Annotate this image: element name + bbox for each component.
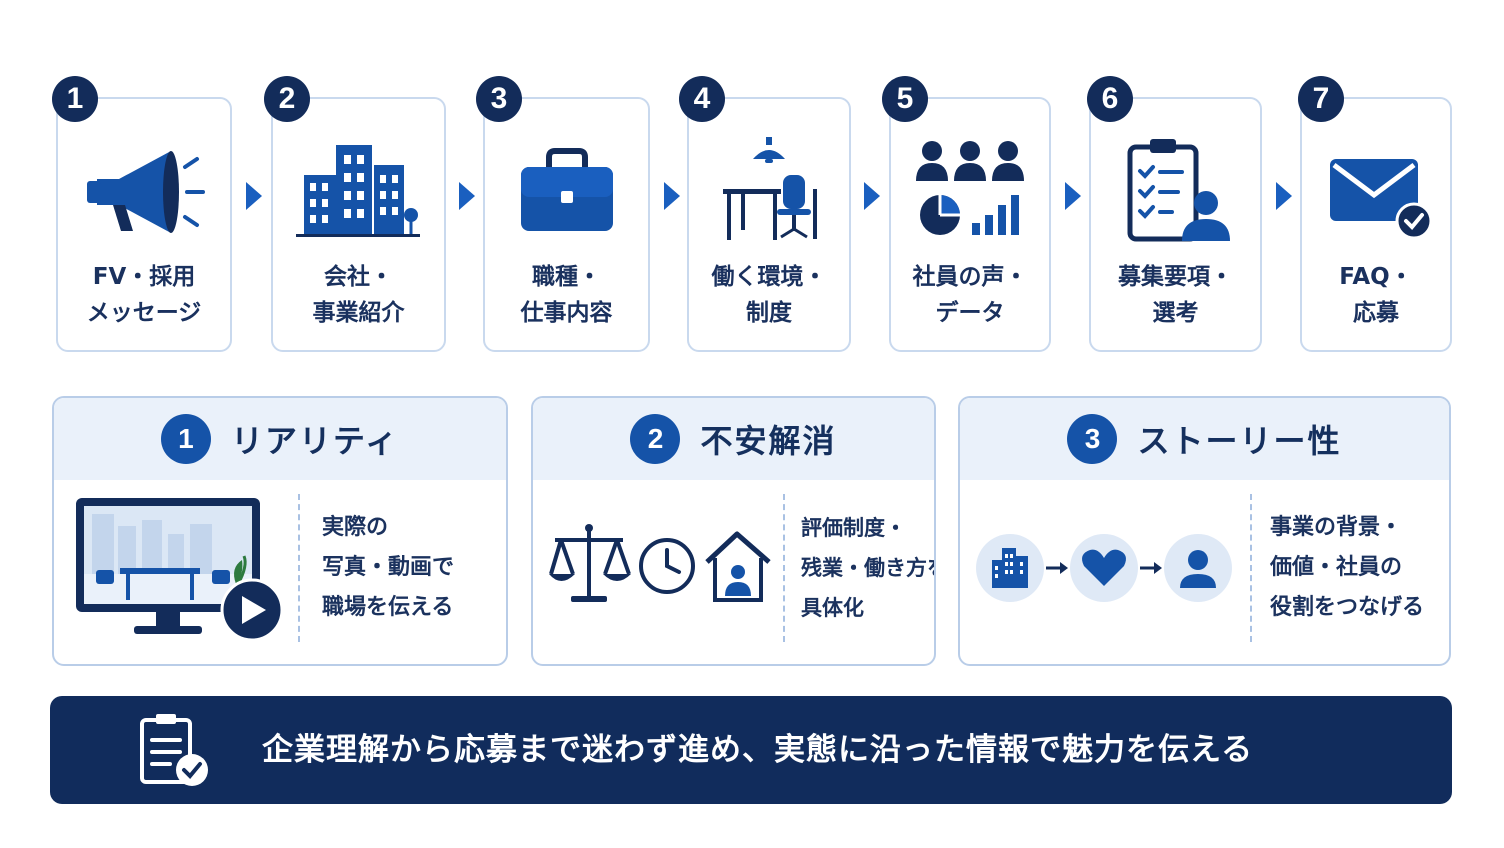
principle-header: 1 リアリティ [54,398,506,480]
briefcase-icon [485,137,648,252]
principle-title: リアリティ [230,422,400,460]
principle-header: 2 不安解消 [533,398,934,480]
step-label: 働く環境・ 制度 [711,264,827,326]
step-label: 職種・ 仕事内容 [520,264,613,326]
summary-banner: 企業理解から応募まで迷わず進め、実態に沿った情報で魅力を伝える [50,696,1452,804]
checklist-icon [138,712,214,794]
step-label: FV・採用 メッセージ [86,264,202,326]
people-chart-icon [891,137,1049,252]
step-number-badge: 5 [882,76,928,122]
arrow-right-icon [459,182,475,210]
banner-message: 企業理解から応募まで迷わず進め、実態に沿った情報で魅力を伝える [262,732,1254,768]
step-label: 会社・ 事業紹介 [312,264,405,326]
step-card-6: 募集要項・ 選考 [1089,97,1262,352]
principle-header: 3 ストーリー性 [960,398,1449,480]
step-number-badge: 1 [52,76,98,122]
principle-description: 実際の 写真・動画で 職場を伝える [322,515,455,620]
principle-panel-2: 2 不安解消 [531,396,936,666]
building-heart-person-icon [972,530,1236,614]
principle-number-badge: 3 [1067,414,1118,464]
mail-check-icon [1302,137,1450,252]
step-number-badge: 4 [679,76,725,122]
megaphone-icon [58,137,230,252]
arrow-right-icon [1276,182,1292,210]
step-card-3: 職種・ 仕事内容 [483,97,650,352]
principle-description: 評価制度・ 残業・働き方を 具体化 [801,516,936,620]
arrow-right-icon [864,182,880,210]
step-label: 募集要項・ 選考 [1118,264,1233,326]
monitor-video-icon [72,494,294,648]
step-number-badge: 6 [1087,76,1133,122]
panel-divider [298,494,300,642]
panel-divider [1250,494,1252,642]
step-number-badge: 7 [1298,76,1344,122]
step-card-4: 働く環境・ 制度 [687,97,851,352]
workspace-desk-icon [689,137,849,252]
arrow-right-icon [1065,182,1081,210]
scale-clock-home-icon [547,522,777,614]
panel-divider [783,494,785,642]
arrow-right-icon [246,182,262,210]
principle-panel-3: 3 ストーリー性 [958,396,1451,666]
arrow-right-icon [664,182,680,210]
step-label: FAQ・ 応募 [1339,264,1413,326]
principle-description: 事業の背景・ 価値・社員の 役割をつなげる [1270,515,1425,620]
principle-number-badge: 1 [160,414,211,464]
step-card-2: 会社・ 事業紹介 [271,97,446,352]
building-icon [273,137,444,252]
step-label: 社員の声・ データ [912,264,1028,326]
principle-title: ストーリー性 [1137,422,1342,460]
principle-title: 不安解消 [700,422,837,460]
principle-number-badge: 2 [630,414,681,464]
step-number-badge: 2 [264,76,310,122]
step-card-1: FV・採用 メッセージ [56,97,232,352]
step-number-badge: 3 [476,76,522,122]
clipboard-person-icon [1091,137,1260,252]
step-card-5: 社員の声・ データ [889,97,1051,352]
principle-panel-1: 1 リアリティ [52,396,508,666]
step-card-7: FAQ・ 応募 [1300,97,1452,352]
